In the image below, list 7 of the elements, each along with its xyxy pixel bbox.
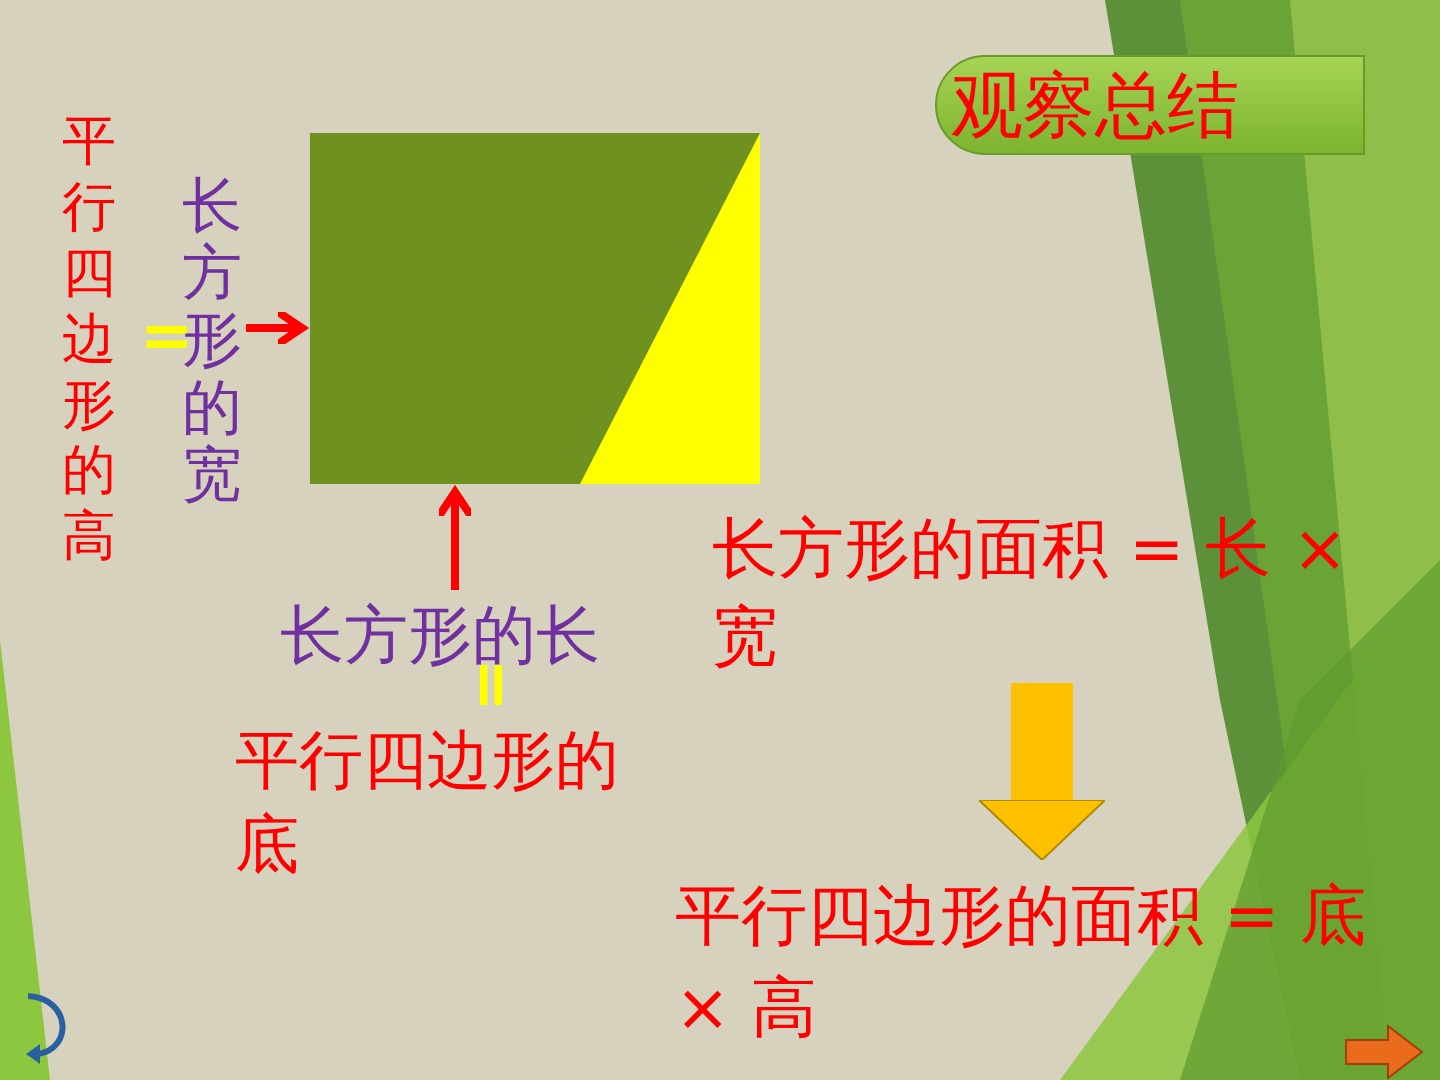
title-banner: 观察总结 bbox=[935, 55, 1365, 155]
vertical-label: 平行四边形的高 bbox=[62, 108, 117, 570]
rectangle-drawing bbox=[310, 133, 760, 484]
block-arrow bbox=[978, 683, 1106, 861]
formula-text: 平行四边形的面积 = 底 × 高 bbox=[675, 870, 1435, 1054]
text-label: 平行四边形的底 bbox=[235, 722, 620, 883]
formula-text: 长方形的面积 = 长 × 宽 bbox=[712, 505, 1372, 681]
